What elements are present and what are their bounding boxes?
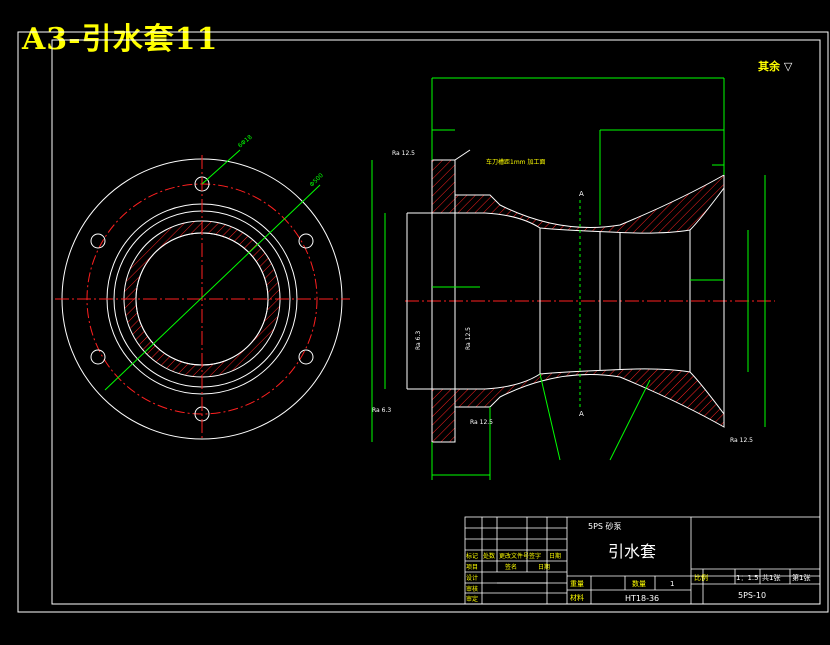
outer-frame xyxy=(17,31,829,613)
weight-label: 重量 xyxy=(570,580,584,588)
product-code: 5PS 砂泵 xyxy=(588,521,622,531)
roughness-callout-3: Ra 12.5 xyxy=(470,419,493,426)
roughness-label: 其余 xyxy=(758,60,780,73)
hole-dim-1: 6Φ18 xyxy=(237,134,254,150)
col-header-4: 签字 xyxy=(529,552,541,560)
roughness-callout-6: Ra 12.5 xyxy=(730,437,753,444)
quantity-label: 数量 xyxy=(632,579,646,588)
row-label-1: 设计 xyxy=(466,574,478,582)
hole-dim-2: Φ500 xyxy=(308,172,325,189)
bolt-hole xyxy=(90,349,106,365)
proj-label: 项目 xyxy=(466,564,478,571)
section-mark-bottom: A xyxy=(579,410,584,418)
scale-value: 1：1.5 xyxy=(736,574,759,582)
bolt-hole xyxy=(90,233,106,249)
inner-frame xyxy=(51,39,821,605)
bolt-hole xyxy=(298,233,314,249)
row-label-3: 审定 xyxy=(466,595,478,603)
section-view: Ra 12.5 Ra 6.3 Ra 12.5 Ra 6.3 Ra 12.5 Ra… xyxy=(371,77,775,480)
end-view: 6Φ18 Φ500 xyxy=(55,134,350,440)
col-header-3: 更改文件号 xyxy=(499,552,529,560)
roughness-callout-4: Ra 6.3 xyxy=(415,331,422,350)
col-header-2: 处数 xyxy=(483,552,495,560)
section-mark-top: A xyxy=(579,190,584,198)
drawing-number: 5PS-10 xyxy=(738,591,766,600)
col-header-5: 日期 xyxy=(549,552,561,560)
bolt-hole xyxy=(298,349,314,365)
drawing-name: 引水套 xyxy=(608,542,656,561)
material-label: 材料 xyxy=(570,593,584,602)
scale-label: 比例 xyxy=(694,573,708,582)
sheet-total: 共1张 xyxy=(762,573,780,582)
quantity-value: 1 xyxy=(670,580,674,588)
roughness-callout-1: Ra 12.5 xyxy=(392,150,415,157)
date-label: 日期 xyxy=(538,563,550,571)
col-header-1: 标记 xyxy=(466,552,478,560)
chamfer-note: 车刀槽距1mm 加工面 xyxy=(486,158,545,166)
title-block xyxy=(464,516,821,605)
row-label-2: 审核 xyxy=(466,585,478,593)
material-value: HT18-36 xyxy=(625,594,659,603)
roughness-callout-2: Ra 6.3 xyxy=(372,407,391,414)
general-roughness-note: 其余 ▽ xyxy=(758,58,792,74)
roughness-symbol: ▽ xyxy=(783,60,793,73)
sign-label: 签名 xyxy=(505,563,517,571)
sheet-number: 第1张 xyxy=(792,573,810,582)
title-block-text: 5PS 砂泵 引水套 材料 HT18-36 重量 数量 1 比例 1：1.5 共… xyxy=(466,521,810,603)
roughness-callout-5: Ra 12.5 xyxy=(465,327,472,350)
